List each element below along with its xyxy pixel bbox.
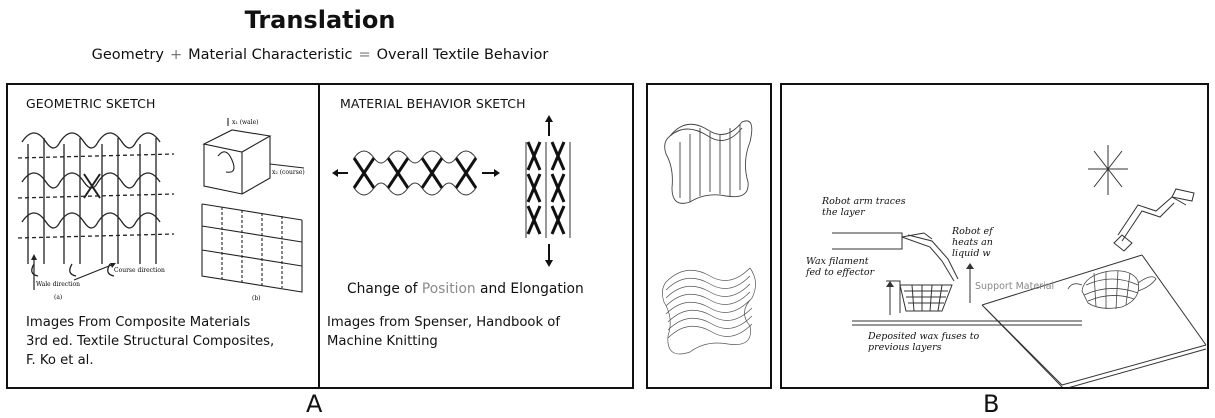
robot-arm-line-1: Robot arm traces [822,196,906,207]
material-behavior-heading: MATERIAL BEHAVIOR SKETCH [340,96,526,111]
knit-stretch-vertical-sketch [518,114,580,272]
material-caption-line-2: Machine Knitting [327,332,560,351]
geometric-caption-line-1: Images From Composite Materials [26,313,274,332]
vase-wireframe-sketch [656,112,762,374]
knit-loop-geometry-sketch: Wale direction Course direction (a) [14,114,194,302]
change-prefix: Change of [347,281,422,297]
geometric-caption-line-3: F. Ko et al. [26,351,274,370]
unit-cell-sketch: x₁ (wale) x₂ (course) (b) [192,116,314,302]
equals-sign: = [358,47,370,63]
geometric-caption-line-2: 3rd ed. Textile Structural Composites, [26,332,274,351]
deposited-wax-annotation: Deposited wax fuses to previous layers [868,331,979,353]
formula-geometry: Geometry [92,47,164,63]
knit-stretch-horizontal-sketch [330,138,510,218]
change-caption: Change of Position and Elongation [347,280,584,299]
geometric-sketch-heading: GEOMETRIC SKETCH [26,96,155,111]
page-title: Translation [0,6,640,34]
change-highlight: Position [422,281,476,297]
sketch-b-label: (b) [252,295,261,302]
figure-label-b: B [983,390,999,418]
formula-result: Overall Textile Behavior [377,47,549,63]
deposited-line-1: Deposited wax fuses to [868,331,979,342]
wax-filament-line-1: Wax filament [806,256,874,267]
panel-a-divider [318,83,320,389]
robot-arm-line-2: the layer [822,207,906,218]
robot-ef-line-2: heats an [952,237,993,248]
x1-axis-label: x₁ (wale) [232,119,259,126]
wax-filament-annotation: Wax filament fed to effector [806,256,874,278]
figure-label-a: A [306,390,322,418]
plus-sign: + [170,47,182,63]
x2-axis-label: x₂ (course) [272,169,305,176]
wax-filament-line-2: fed to effector [806,267,874,278]
formula-material: Material Characteristic [188,47,352,63]
material-caption-line-1: Images from Spenser, Handbook of [327,313,560,332]
material-caption: Images from Spenser, Handbook of Machine… [327,313,560,351]
geometric-caption: Images From Composite Materials 3rd ed. … [26,313,274,370]
robot-arm-annotation: Robot arm traces the layer [822,196,906,218]
support-material-annotation: Support Material [975,281,1054,292]
change-suffix: and Elongation [476,281,584,297]
robot-printing-sketch [782,85,1207,387]
formula: Geometry + Material Characteristic = Overall… [0,47,640,63]
robot-ef-line-3: liquid w [952,248,993,259]
wale-direction-label: Wale direction [36,281,80,288]
sketch-a-label: (a) [54,294,62,301]
course-direction-label: Course direction [114,267,165,274]
robot-ef-annotation: Robot ef heats an liquid w [952,226,993,259]
deposited-line-2: previous layers [868,342,979,353]
robot-ef-line-1: Robot ef [952,226,993,237]
